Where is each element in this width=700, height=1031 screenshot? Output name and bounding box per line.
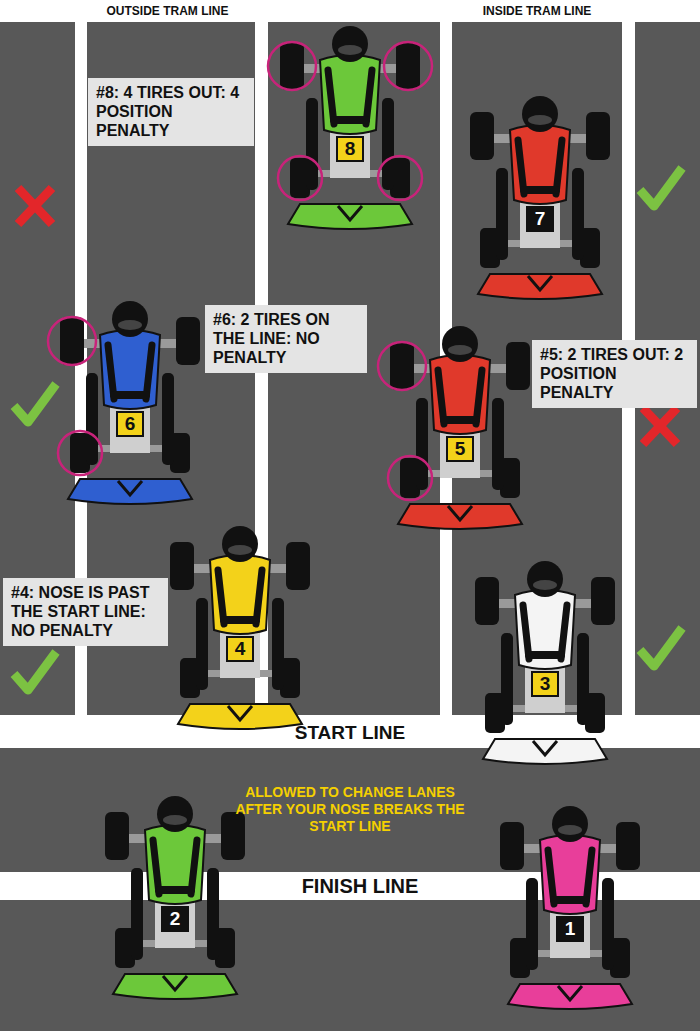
lane-heading: INSIDE TRAM LINE (452, 4, 622, 18)
kart-number: 2 (161, 906, 189, 932)
kart-number: 5 (446, 436, 474, 462)
penalty-callout: #4: NOSE IS PAST THE START LINE: NO PENA… (3, 578, 168, 646)
kart-number: 4 (226, 636, 254, 662)
start-line-label: START LINE (250, 722, 450, 745)
kart-number: 7 (526, 206, 554, 232)
kart-number: 6 (116, 411, 144, 437)
penalty-callout: #8: 4 TIRES OUT: 4 POSITION PENALTY (88, 78, 254, 146)
callout-text: #4: NOSE IS PAST THE START LINE: NO PENA… (11, 583, 160, 641)
lane-heading: OUTSIDE TRAM LINE (80, 4, 255, 18)
kart-number: 3 (531, 671, 559, 697)
callout-text: #6: 2 TIRES ON THE LINE: NO PENALTY (213, 310, 359, 368)
penalty-callout: #6: 2 TIRES ON THE LINE: NO PENALTY (205, 305, 367, 373)
callout-text: #5: 2 TIRES OUT: 2 POSITION PENALTY (540, 345, 689, 403)
kart-number: 1 (556, 916, 584, 942)
finish-line-label: FINISH LINE (250, 874, 470, 898)
lane-change-note: ALLOWED TO CHANGE LANES AFTER YOUR NOSE … (225, 784, 475, 834)
kart-number: 8 (336, 136, 364, 162)
callout-text: #8: 4 TIRES OUT: 4 POSITION PENALTY (96, 83, 246, 141)
penalty-callout: #5: 2 TIRES OUT: 2 POSITION PENALTY (532, 340, 697, 408)
